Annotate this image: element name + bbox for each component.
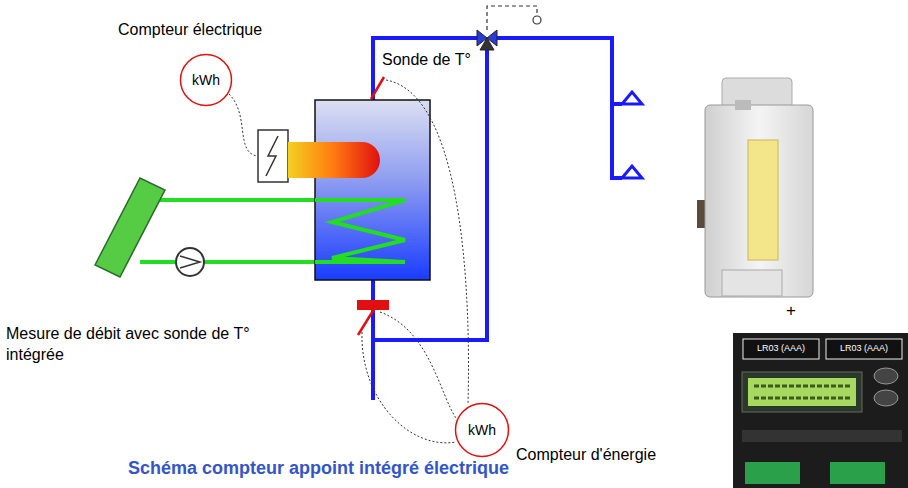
temperature-probe [371, 77, 384, 99]
electric-heater [258, 130, 380, 182]
meter-unit: kWh [468, 422, 496, 438]
annotation-label: Sonde de T° [382, 50, 471, 71]
circle-outline [456, 404, 509, 457]
circle-outline [181, 55, 232, 106]
mixing-valve [477, 6, 541, 50]
caption: Schéma compteur appoint intégré électriq… [128, 458, 509, 479]
solar-collector [95, 178, 165, 277]
plus-sign: + [786, 300, 796, 322]
annotation-label: Compteur d'énergie [516, 445, 656, 466]
annotation-label: Compteur électrique [118, 20, 262, 41]
kwh-meter-circle: kWh [179, 53, 233, 107]
flow-meter [357, 300, 389, 335]
pump-symbol [176, 248, 204, 276]
outlet-symbol [622, 92, 642, 178]
storage-tank [315, 100, 430, 280]
kwh-meter-circle: kWh [454, 402, 510, 458]
heat-exchanger-coil [315, 200, 405, 262]
annotation-label: Mesure de débit avec sonde de T° intégré… [6, 324, 306, 366]
energy-counter-photo [733, 333, 908, 488]
battery-label: LR03 (AAA) [830, 343, 898, 355]
meter-photo [697, 78, 813, 297]
meter-unit: kWh [192, 72, 220, 88]
signal-wire [229, 80, 468, 443]
battery-label: LR03 (AAA) [747, 343, 815, 355]
